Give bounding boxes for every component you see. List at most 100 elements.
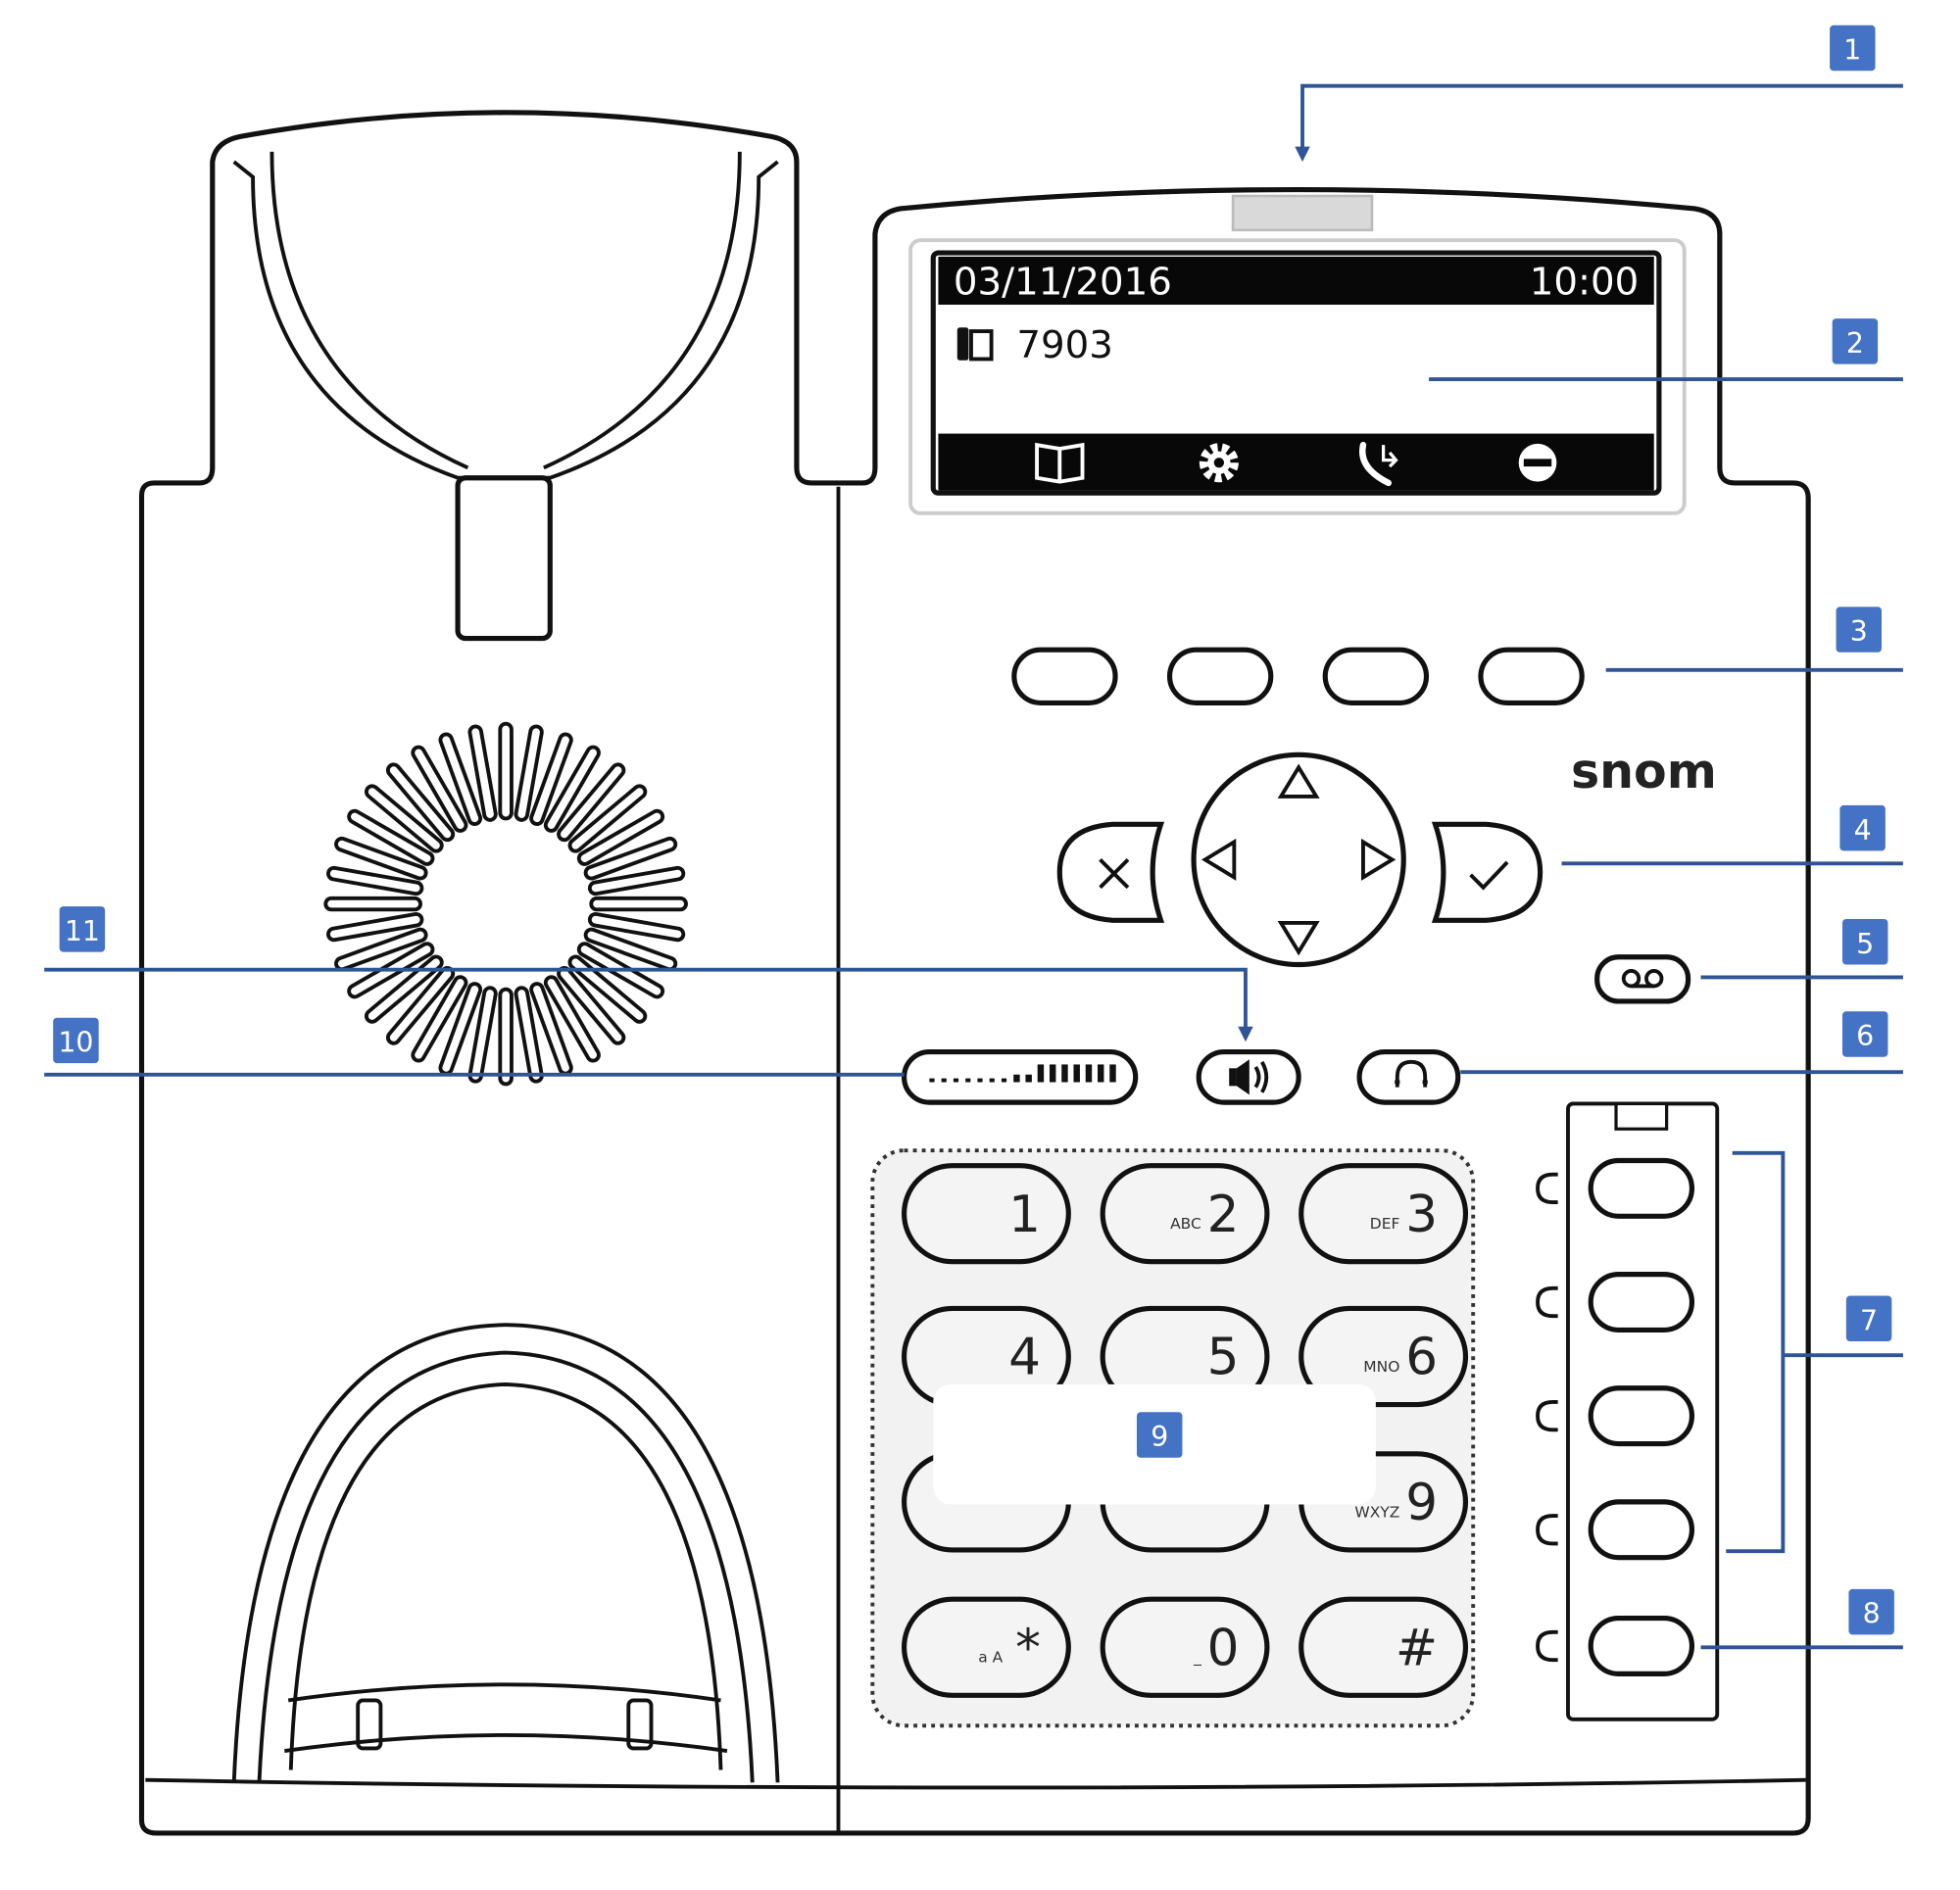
volume-level-mark [977, 1078, 983, 1083]
softkey-2[interactable] [1166, 647, 1274, 705]
arrow-down-icon[interactable] [1277, 920, 1320, 956]
confirm-button[interactable] [1431, 821, 1544, 923]
speaker-slot-inner [471, 728, 494, 818]
message-led [1231, 194, 1374, 232]
softkey-3[interactable] [1322, 647, 1430, 705]
softkeys [1011, 647, 1585, 705]
key-outline [1298, 1305, 1469, 1408]
speaker-grille [323, 721, 688, 1087]
line-key-led [1536, 1514, 1558, 1546]
cancel-button[interactable] [1056, 821, 1165, 923]
line-key-4[interactable] [1536, 1499, 1695, 1561]
book-icon[interactable] [1035, 442, 1085, 484]
speaker-slot-inner [415, 749, 465, 829]
line-key-button [1588, 1616, 1695, 1676]
speaker-slot-inner [329, 869, 420, 893]
volume-level-mark [953, 1078, 959, 1083]
speaker-slot-inner [389, 969, 452, 1042]
key-digit: * [1015, 1619, 1041, 1677]
callout-number: 3 [1850, 615, 1868, 648]
key-5[interactable]: 5 [1100, 1305, 1270, 1408]
line-key-3[interactable] [1536, 1385, 1695, 1447]
callout-badge-9: 9 [1136, 1412, 1183, 1458]
do-not-disturb-icon[interactable] [1518, 443, 1557, 482]
callout-badge-4: 4 [1839, 804, 1886, 851]
key-digit: 2 [1207, 1186, 1240, 1244]
line-key-2[interactable] [1536, 1272, 1695, 1333]
key-digit: 5 [1207, 1329, 1240, 1387]
callout-badge-10: 10 [53, 1017, 99, 1064]
speaker-slot-inner [442, 736, 479, 823]
callout-number: 8 [1863, 1598, 1881, 1630]
key-letters: ABC [1170, 1215, 1201, 1233]
speaker-slot-inner [533, 985, 569, 1072]
key-letters: WXYZ [1354, 1503, 1399, 1521]
softkey-1[interactable] [1011, 647, 1118, 705]
callout-badge-11: 11 [59, 906, 106, 952]
speaker-slot-inner [587, 931, 674, 968]
headset-button[interactable] [1356, 1048, 1461, 1105]
speaker-slot-inner [580, 812, 662, 862]
line-key-led [1536, 1629, 1558, 1663]
callout-badge-7: 7 [1845, 1295, 1892, 1342]
arrow-up-icon[interactable] [1277, 763, 1320, 799]
call-forward-icon[interactable] [1359, 441, 1398, 487]
arrow-left-icon[interactable] [1200, 838, 1237, 881]
check-icon [1469, 860, 1509, 891]
handset-rest [232, 151, 779, 642]
gear-icon[interactable] [1199, 443, 1239, 483]
callout-badge-bg [53, 1017, 99, 1064]
key-digit: 6 [1405, 1329, 1438, 1387]
desk-phone-icon [956, 327, 994, 362]
key-outline [1298, 1163, 1469, 1265]
key-0[interactable]: 0_ [1100, 1596, 1270, 1698]
speaker-slot-inner [587, 840, 674, 877]
volume-icon [929, 1064, 1116, 1083]
callout-badge-6: 6 [1841, 1011, 1888, 1057]
callout-number: 9 [1151, 1421, 1168, 1453]
callout-badge-bg [1832, 318, 1879, 364]
key-outline [1298, 1596, 1469, 1698]
callout-badge-bg [1845, 1295, 1892, 1342]
volume-button[interactable] [902, 1048, 1139, 1105]
callouts: 1 2 3 4 5 6 7 8 9 10 11 [53, 24, 1894, 1635]
voicemail-button[interactable] [1594, 954, 1691, 1004]
key-letters: MNO [1363, 1358, 1399, 1376]
volume-level-mark [1001, 1078, 1007, 1083]
callout-number: 10 [58, 1027, 93, 1059]
line-key-1[interactable] [1536, 1157, 1695, 1219]
callout-badge-bg [59, 906, 106, 952]
speaker-button[interactable] [1196, 1048, 1301, 1105]
display-time: 10:00 [1530, 261, 1640, 305]
volume-level-mark [941, 1078, 947, 1083]
arrow-right-icon[interactable] [1361, 838, 1396, 881]
speaker-slot-inner [337, 931, 424, 968]
phone-body [138, 110, 1811, 1836]
speaker-slot-inner [337, 840, 424, 877]
line-key-button [1588, 1385, 1695, 1447]
key-letters: DEF [1370, 1215, 1400, 1233]
key-outline [1100, 1596, 1270, 1698]
navigation-pad[interactable] [1191, 751, 1406, 968]
callout-badge-1: 1 [1830, 24, 1876, 72]
line-key-5[interactable] [1536, 1616, 1695, 1676]
key-digit: 1 [1008, 1186, 1041, 1244]
callout-badge-8: 8 [1848, 1588, 1894, 1635]
line-key-button [1588, 1157, 1695, 1219]
callout-number: 6 [1856, 1020, 1874, 1052]
softkey-4[interactable] [1478, 647, 1585, 705]
key-1[interactable]: 1 [902, 1163, 1071, 1265]
key-letters: _ [1193, 1649, 1201, 1668]
callout-badge-bg [1841, 1011, 1888, 1057]
volume-level-mark [929, 1078, 935, 1083]
callout-number: 1 [1843, 34, 1861, 67]
key-#[interactable]: # [1298, 1596, 1469, 1698]
key-*[interactable]: * a A [902, 1596, 1071, 1698]
key-letters: a A [978, 1649, 1003, 1667]
callout-badge-bg [1841, 919, 1888, 965]
volume-level-mark [1037, 1064, 1045, 1083]
speaker-slot-inner [415, 979, 465, 1059]
